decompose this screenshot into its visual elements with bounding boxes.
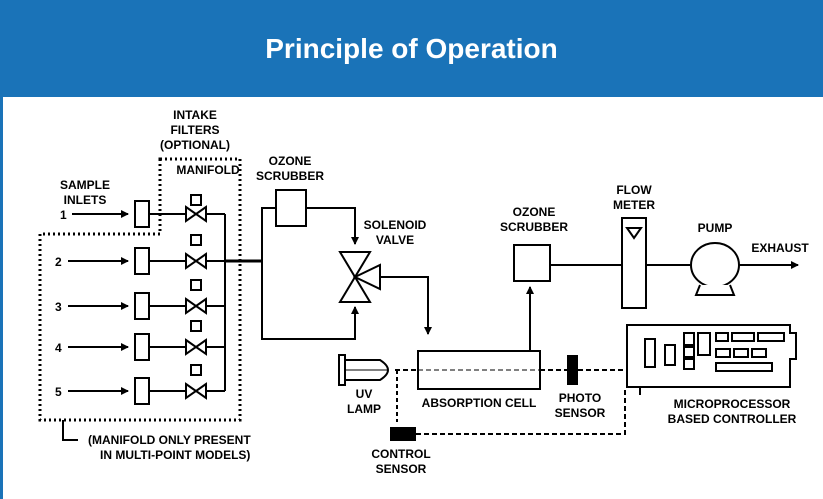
sample-inlets-label-1: SAMPLE (60, 178, 110, 192)
control-sensor-label-2: SENSOR (376, 462, 427, 476)
flow-meter-label-2: METER (613, 198, 655, 212)
manifold-dotted-outline (38, 157, 242, 422)
control-sensor-icon (390, 427, 416, 441)
filter-box-4 (134, 333, 150, 361)
page-title: Principle of Operation (265, 32, 558, 64)
ozone-scrubber-1-box (275, 189, 307, 227)
inlet-row-4: 4 (55, 320, 225, 361)
ozone-analyzer-diagram: INTAKE FILTERS (OPTIONAL) MANIFOLD SAMPL… (38, 108, 809, 476)
flow-meter-icon (621, 217, 647, 309)
controller-label-1: MICROPROCESSOR (674, 397, 791, 411)
absorption-cell-label: ABSORPTION CELL (422, 396, 537, 410)
intake-filters-label: INTAKE FILTERS (OPTIONAL) (160, 108, 230, 152)
title-banner: Principle of Operation (0, 0, 823, 97)
solenoid-valve-label-2: VALVE (376, 233, 414, 247)
intake-label-line2: FILTERS (170, 123, 219, 137)
photo-sensor-label-1: PHOTO (559, 391, 601, 405)
inlet-number-2: 2 (55, 255, 62, 269)
manifold-note-line1: (MANIFOLD ONLY PRESENT (88, 433, 251, 447)
flow-meter-label-1: FLOW (616, 183, 652, 197)
controller-label-2: BASED CONTROLLER (668, 412, 797, 426)
inlet-row-1: 1 (60, 194, 225, 228)
intake-label-line1: INTAKE (173, 108, 217, 122)
pump-icon (690, 242, 740, 296)
uv-lamp-label-1: UV (356, 387, 373, 401)
inlet-number-3: 3 (55, 300, 62, 314)
valve-icon-5 (185, 364, 207, 400)
pump-label: PUMP (698, 221, 733, 235)
ozone-scrubber-2-label-1: OZONE (513, 205, 556, 219)
solenoid-valve-label-1: SOLENOID (364, 218, 427, 232)
bypass-line-to-scrubber (261, 207, 276, 261)
inlet-number-1: 1 (60, 208, 67, 222)
manifold-note-line2: IN MULTI-POINT MODELS) (100, 448, 250, 462)
inlet-number-5: 5 (55, 385, 62, 399)
valve-icon-3 (185, 279, 207, 315)
sample-inlets-label-2: INLETS (64, 193, 107, 207)
valve-to-cell-line (380, 276, 432, 335)
control-sensor-label-1: CONTROL (371, 447, 430, 461)
ozone-scrubber-1-label-2: SCRUBBER (256, 169, 324, 183)
solenoid-valve-icon (338, 251, 381, 303)
control-sensor-signal-line (416, 387, 626, 435)
inlet-row-5: 5 (55, 364, 225, 405)
filter-box-5 (134, 377, 150, 405)
ozone-scrubber-2-box (513, 244, 551, 282)
microprocessor-board-icon (626, 324, 797, 395)
filter-box-3 (134, 292, 150, 320)
ozone-scrubber-1-label-1: OZONE (269, 154, 312, 168)
ozone-scrubber-2-label-2: SCRUBBER (500, 220, 568, 234)
direct-line-to-valve (261, 261, 359, 340)
inlet-row-3: 3 (55, 279, 225, 320)
intake-label-line3: (OPTIONAL) (160, 138, 230, 152)
scrubber-to-valve-line (306, 207, 359, 245)
filter-box-1 (134, 200, 150, 228)
photo-sensor-icon (567, 355, 578, 385)
manifold-label: MANIFOLD (176, 163, 240, 177)
valve-icon-4 (185, 320, 207, 356)
inlet-number-4: 4 (55, 341, 62, 355)
uv-lamp-icon (338, 354, 389, 386)
uv-lamp-label-2: LAMP (347, 402, 381, 416)
inlet-row-2: 2 (55, 234, 225, 275)
filter-box-2 (134, 247, 150, 275)
left-border (0, 97, 3, 499)
exhaust-label: EXHAUST (751, 241, 809, 255)
valve-icon-2 (185, 234, 207, 270)
photo-sensor-label-2: SENSOR (555, 406, 606, 420)
manifold-note-leader (62, 420, 78, 441)
valve-icon-1 (185, 194, 207, 223)
